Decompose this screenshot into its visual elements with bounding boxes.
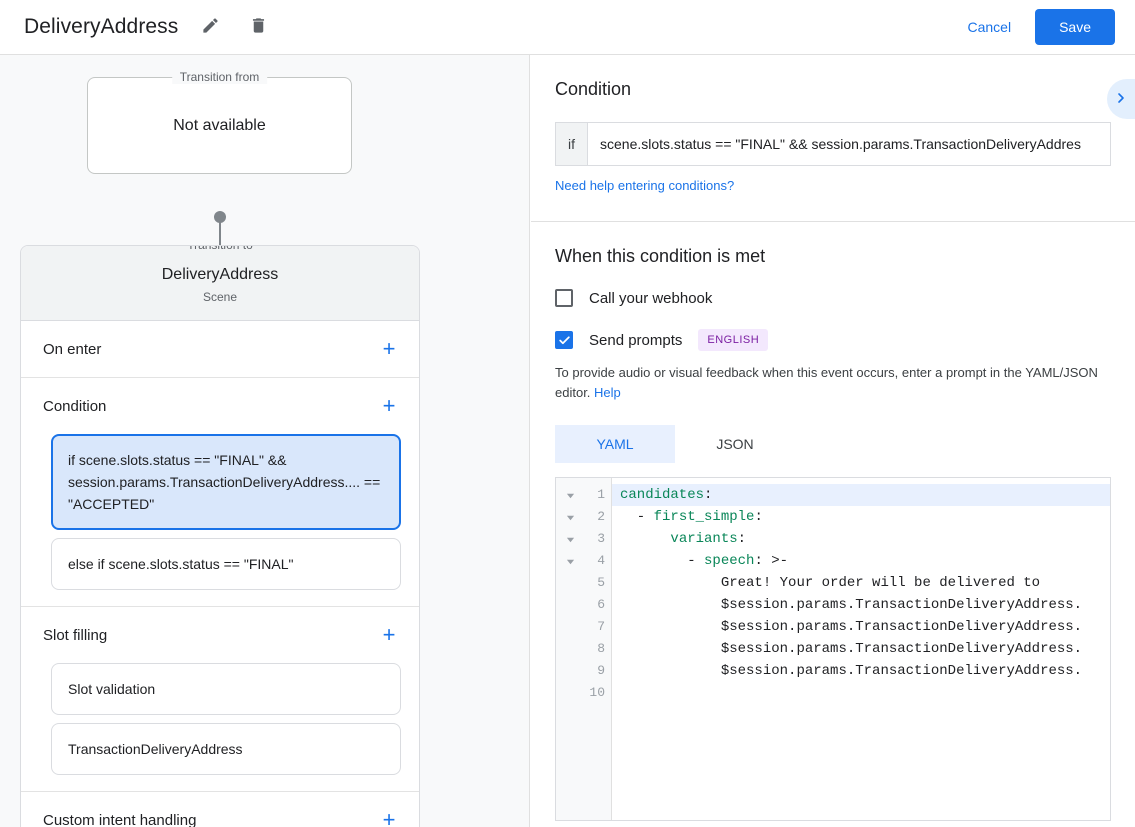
page-title: DeliveryAddress bbox=[24, 15, 179, 38]
add-condition-icon[interactable]: + bbox=[382, 393, 396, 418]
if-label: if bbox=[555, 122, 587, 166]
yaml-editor[interactable]: 1 2 3 4 5 6 7 8 9 10 candidates: - first_simple: … bbox=[555, 477, 1111, 821]
line-number: 9 bbox=[597, 663, 605, 678]
section-header-on-enter[interactable]: On enter + bbox=[21, 321, 419, 377]
editor-code-area[interactable]: candidates: - first_simple: variants: - … bbox=[612, 478, 1110, 820]
editor-line-numbers: 1 2 3 4 5 6 7 8 9 10 bbox=[584, 478, 612, 820]
code-line: $session.params.TransactionDeliveryAddre… bbox=[720, 597, 1083, 613]
pencil-icon bbox=[201, 16, 220, 38]
line-number: 4 bbox=[597, 553, 605, 568]
slot-item[interactable]: TransactionDeliveryAddress bbox=[51, 723, 401, 775]
topbar-actions: Cancel Save bbox=[951, 9, 1115, 45]
triangle-down-icon[interactable] bbox=[566, 484, 575, 506]
tab-json[interactable]: JSON bbox=[675, 425, 795, 463]
section-header-condition[interactable]: Condition + bbox=[21, 378, 419, 434]
scene-header[interactable]: Transition to DeliveryAddress Scene bbox=[21, 246, 419, 321]
condition-heading: Condition bbox=[555, 79, 632, 99]
transition-to-legend: Transition to bbox=[179, 246, 261, 252]
line-number: 7 bbox=[597, 619, 605, 634]
line-number: 3 bbox=[597, 531, 605, 546]
prompts-hint-text: To provide audio or visual feedback when… bbox=[555, 365, 1098, 400]
slot-validation-item[interactable]: Slot validation bbox=[51, 663, 401, 715]
code-line: $session.params.TransactionDeliveryAddre… bbox=[720, 641, 1083, 657]
call-webhook-checkbox[interactable] bbox=[555, 289, 573, 307]
scene-name: DeliveryAddress bbox=[161, 266, 279, 283]
scene-type: Scene bbox=[202, 290, 238, 304]
when-met-heading: When this condition is met bbox=[555, 246, 766, 266]
left-panel: Transition from Not available Transition… bbox=[0, 55, 530, 827]
line-number: 1 bbox=[597, 487, 605, 502]
line-number: 8 bbox=[597, 641, 605, 656]
code-line: candidates: bbox=[612, 484, 1110, 506]
prompts-hint: To provide audio or visual feedback when… bbox=[555, 363, 1111, 403]
triangle-down-icon[interactable] bbox=[566, 506, 575, 528]
editor-fold-column bbox=[556, 478, 584, 820]
code-line: $session.params.TransactionDeliveryAddre… bbox=[720, 619, 1083, 635]
line-number: 2 bbox=[597, 509, 605, 524]
send-prompts-label: Send prompts bbox=[589, 331, 683, 349]
top-app-bar: DeliveryAddress Cancel Save bbox=[0, 0, 1135, 55]
slot-filling-list: Slot validation TransactionDeliveryAddre… bbox=[21, 663, 419, 791]
condition-help-link[interactable]: Need help entering conditions? bbox=[555, 178, 735, 193]
code-line: - speech: >- bbox=[620, 553, 789, 569]
add-slot-filling-icon[interactable]: + bbox=[382, 622, 396, 647]
trash-icon bbox=[249, 16, 268, 38]
condition-block: Condition if Need help entering conditio… bbox=[531, 55, 1135, 221]
prompts-help-link[interactable]: Help bbox=[594, 385, 621, 400]
triangle-down-icon[interactable] bbox=[566, 528, 575, 550]
code-line bbox=[612, 682, 1110, 704]
when-condition-met-block: When this condition is met Call your web… bbox=[531, 222, 1135, 827]
transition-to-card: Transition to DeliveryAddress Scene On e… bbox=[20, 245, 420, 827]
language-badge: ENGLISH bbox=[698, 329, 769, 351]
chevron-right-icon bbox=[1113, 90, 1129, 109]
condition-item-selected[interactable]: if scene.slots.status == "FINAL" && sess… bbox=[51, 434, 401, 530]
transition-from-legend: Transition from bbox=[171, 70, 268, 84]
transition-from-value: Not available bbox=[173, 116, 266, 134]
triangle-down-icon[interactable] bbox=[566, 550, 575, 572]
save-button[interactable]: Save bbox=[1035, 9, 1115, 45]
collapse-panel-button[interactable] bbox=[1107, 79, 1135, 119]
code-line: Great! Your order will be delivered to bbox=[720, 575, 1041, 591]
webhook-row[interactable]: Call your webhook bbox=[555, 289, 1111, 307]
send-prompts-row[interactable]: Send prompts ENGLISH bbox=[555, 329, 1111, 351]
add-custom-intent-icon[interactable]: + bbox=[382, 807, 396, 827]
condition-input-row: if bbox=[555, 122, 1111, 166]
delete-button[interactable] bbox=[242, 11, 274, 43]
add-on-enter-icon[interactable]: + bbox=[382, 336, 396, 361]
section-header-custom-intent[interactable]: Custom intent handling + bbox=[21, 792, 419, 827]
code-line: $session.params.TransactionDeliveryAddre… bbox=[720, 663, 1083, 679]
panel-divider bbox=[531, 221, 1135, 222]
section-title: Slot filling bbox=[43, 626, 108, 644]
line-number: 6 bbox=[597, 597, 605, 612]
section-slot-filling: Slot filling + Slot validation Transacti… bbox=[21, 607, 419, 792]
cancel-button[interactable]: Cancel bbox=[951, 10, 1027, 44]
editor-format-tabs: YAML JSON bbox=[555, 425, 1111, 463]
section-title: Condition bbox=[43, 397, 107, 415]
send-prompts-checkbox[interactable] bbox=[555, 331, 573, 349]
condition-input[interactable] bbox=[587, 122, 1111, 166]
tab-yaml[interactable]: YAML bbox=[555, 425, 675, 463]
section-on-enter: On enter + bbox=[21, 321, 419, 378]
code-line: - first_simple: bbox=[620, 509, 763, 525]
transition-from-card[interactable]: Transition from Not available bbox=[87, 70, 352, 174]
edit-button[interactable] bbox=[194, 11, 226, 43]
call-webhook-label: Call your webhook bbox=[589, 289, 713, 307]
right-panel: Condition if Need help entering conditio… bbox=[531, 55, 1135, 827]
section-custom-intent-handling: Custom intent handling + bbox=[21, 792, 419, 827]
section-condition: Condition + if scene.slots.status == "FI… bbox=[21, 378, 419, 607]
condition-list: if scene.slots.status == "FINAL" && sess… bbox=[21, 434, 419, 606]
section-header-slot-filling[interactable]: Slot filling + bbox=[21, 607, 419, 663]
line-number: 10 bbox=[589, 685, 605, 700]
section-title: On enter bbox=[43, 340, 102, 358]
condition-item[interactable]: else if scene.slots.status == "FINAL" bbox=[51, 538, 401, 590]
code-line: variants: bbox=[670, 531, 747, 547]
section-title: Custom intent handling bbox=[43, 811, 197, 827]
line-number: 5 bbox=[597, 575, 605, 590]
